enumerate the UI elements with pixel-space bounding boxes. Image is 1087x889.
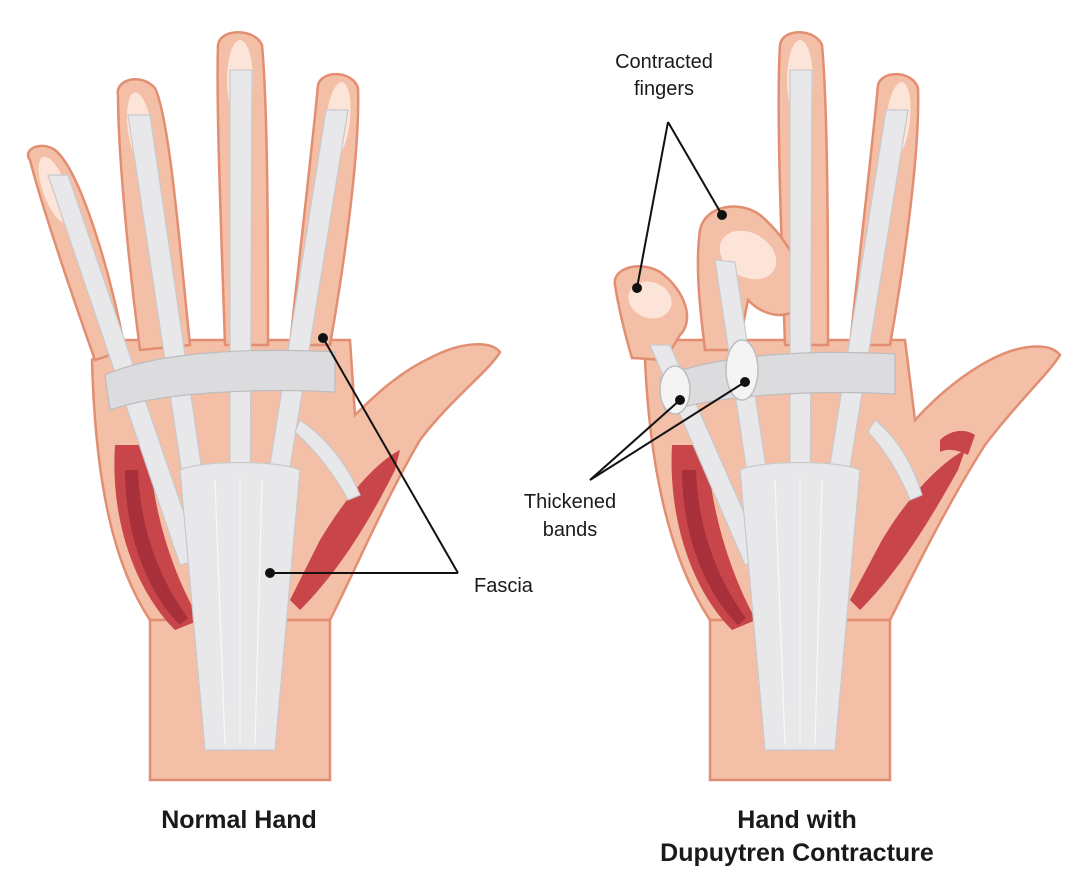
contracted-fingers-leaders xyxy=(632,121,727,293)
thickened-bands-label-line1: Thickened xyxy=(524,491,616,513)
contracted-fingers-label-line1: Contracted xyxy=(615,51,713,73)
contracture-hand-caption-line1: Hand with xyxy=(737,806,856,834)
thickened-bands-leaders xyxy=(589,377,750,481)
contracture-hand-caption-line2: Dupuytren Contracture xyxy=(660,839,934,867)
contracted-fingers-label-line2: fingers xyxy=(634,78,694,100)
contracture-hand-illustration xyxy=(613,31,1062,782)
normal-hand-illustration xyxy=(26,31,502,782)
thickened-bands-label-line2: bands xyxy=(543,519,598,541)
fascia-label: Fascia xyxy=(474,575,534,597)
normal-hand-caption: Normal Hand xyxy=(161,806,317,834)
fascia-leaders xyxy=(265,333,459,578)
